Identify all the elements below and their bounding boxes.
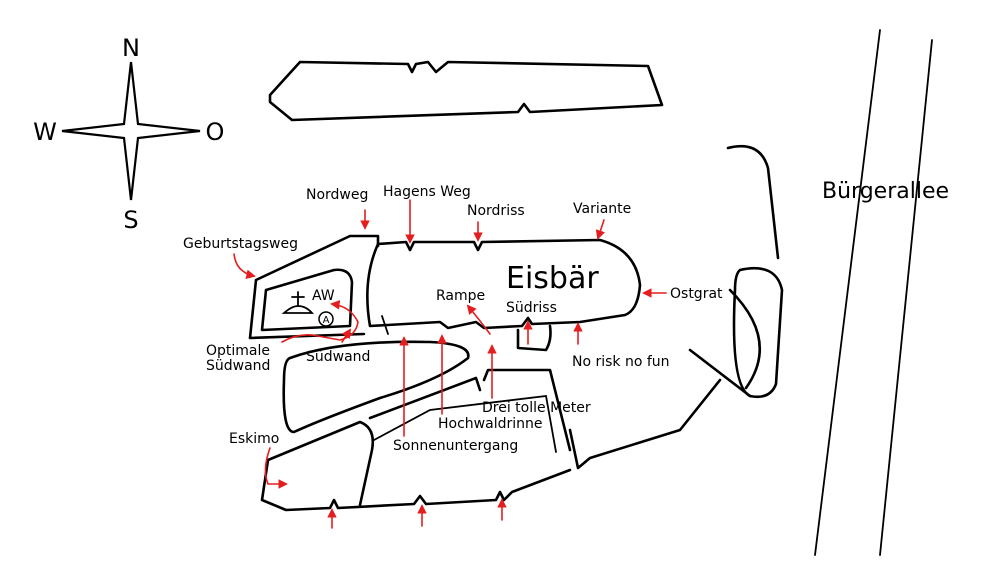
route-label-geburtstagsweg: Geburtstagsweg [183,236,298,252]
summit-book-label: AW [312,288,335,304]
arrow-optimale-suedwand [281,300,359,343]
route-label-hochwaldrinne: Hochwaldrinne [438,416,542,432]
route-label-ostgrat: Ostgrat [670,286,723,302]
route-label-optimale-suedwand-2: Südwand [206,358,270,374]
arrow-geburtstagsweg [233,253,256,280]
arrow-rampe [466,304,491,335]
rock-west-divider [381,315,389,335]
rock-eisbaer-step [516,324,552,352]
rock-middle-right [482,368,572,452]
route-label-drei-tolle-meter: Drei tolle Meter [482,400,591,416]
route-label-suedriss: Südriss [506,300,557,316]
route-label-suedwand: Südwand [306,349,370,365]
svg-text:A: A [323,315,330,326]
rock-middle-long [568,378,722,470]
anchor-circle-icon: A [318,311,334,327]
compass-north-label: N [122,34,140,62]
rock-south-inner [373,395,557,453]
route-arrows [233,199,667,529]
compass-south-label: S [123,206,138,234]
compass-east-label: O [206,118,225,146]
arrow-variante [595,219,605,240]
rock-east-outline [726,144,780,260]
massif-label: Eisbär [506,261,599,296]
compass-rose-icon: N S W O [33,34,224,234]
rock-south [260,420,572,512]
rock-east-ridge [728,288,761,390]
route-label-no-risk-no-fun: No risk no fun [572,354,670,370]
arrow-eskimo [264,447,288,489]
rock-west [248,234,380,340]
arrow-suedwand [341,328,352,343]
route-label-sonnenuntergang: Sonnenuntergang [393,438,518,454]
route-label-hagens-weg: Hagens Weg [383,184,471,200]
route-label-optimale-suedwand-1: Optimale [206,343,270,359]
route-label-nordweg: Nordweg [306,187,368,203]
rock-north [268,60,664,122]
route-label-nordriss: Nordriss [467,203,525,219]
rock-eisbaer [366,238,642,330]
summit-cross-icon [281,291,314,314]
rock-east-line [688,348,752,398]
compass-west-label: W [33,118,57,146]
rock-middle-ridge [368,376,482,420]
route-label-eskimo: Eskimo [229,431,279,447]
route-label-rampe: Rampe [436,288,485,304]
route-label-variante: Variante [573,201,631,217]
street-lines [814,29,933,556]
street-label: Bürgerallee [822,179,949,204]
rock-west-inner [260,268,354,332]
